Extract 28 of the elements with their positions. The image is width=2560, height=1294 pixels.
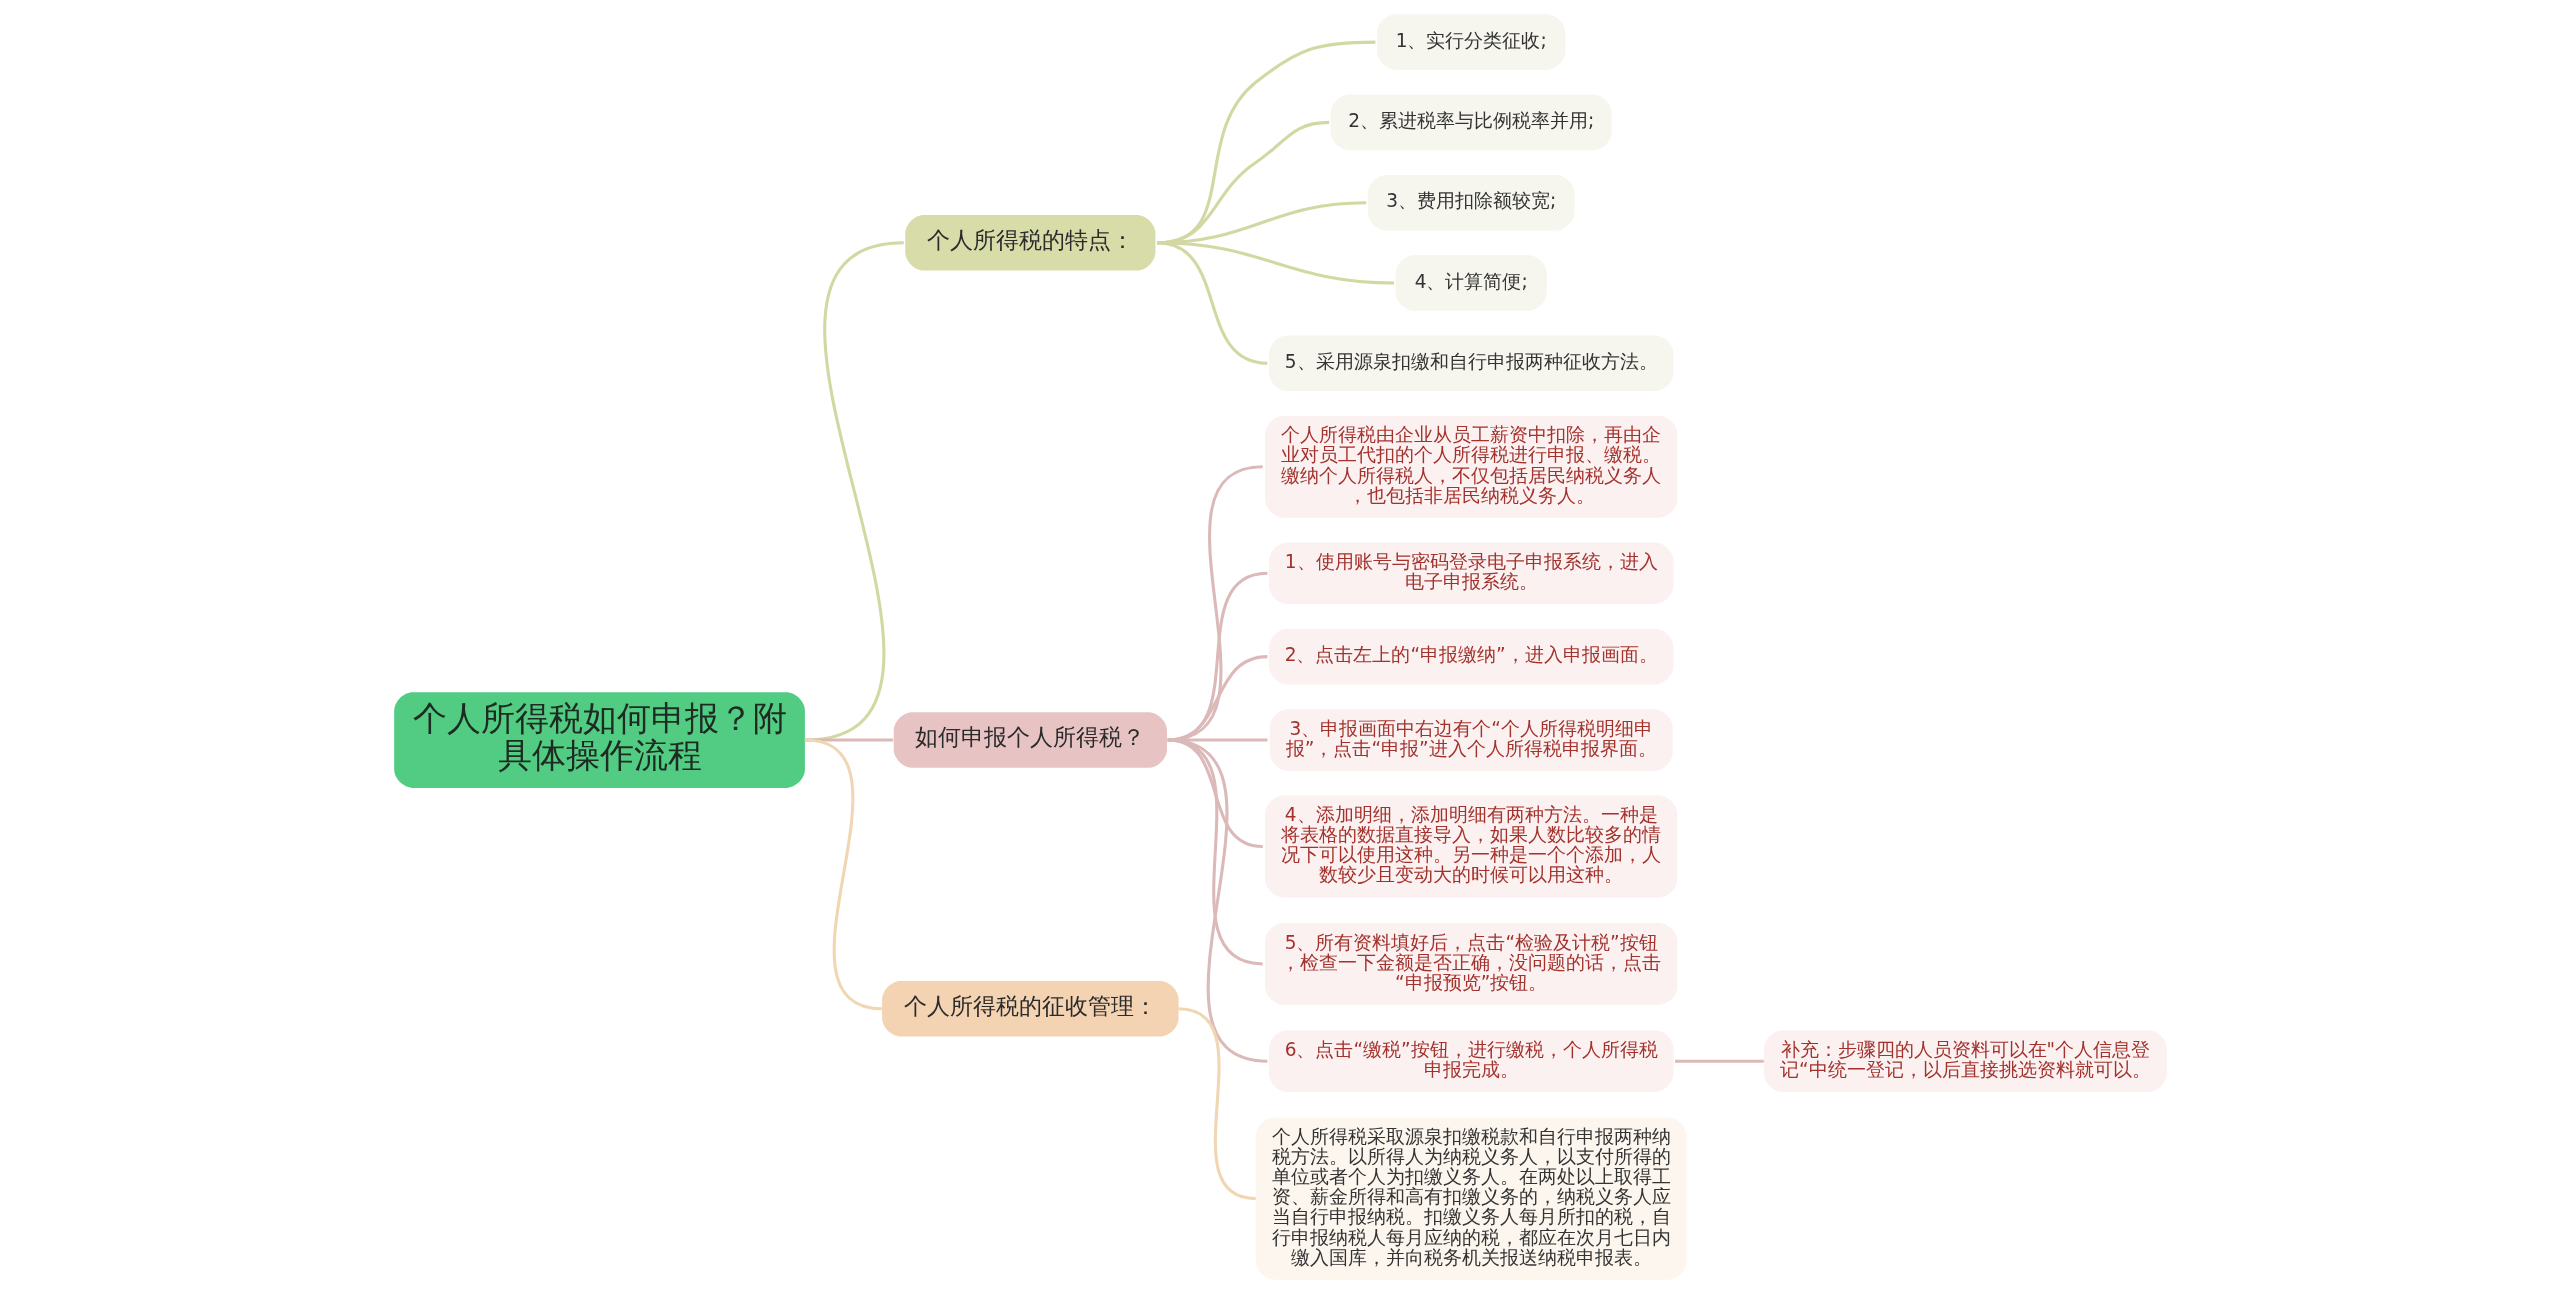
node-box: 个人所得税的征收管理： [881,980,1179,1037]
connector [1166,738,1268,1063]
node-box: 个人所得税采取源泉扣缴税款和自行申报两种纳税方法。以所得人为纳税义务人，以支付所得的单位或者个人为扣缴义务人。在两处以上取得工资、薪金所得和高有扣缴义务的，纳税义务人应当自行申报纳税。扣缴义务人每月所扣的税，自行申报纳税人每月应纳的税，都应在次月七日内缴入国库，并向税务机关报送纳税申报表。 [1255,1117,1687,1280]
connector [1167,571,1268,742]
node-box: 6、点击“缴税”按钮，进行缴税，个人所得税申报完成。 [1268,1030,1673,1093]
node-box: 个人所得税的特点： [904,215,1155,271]
node-box: 2、累进税率与比例税率并用; [1330,94,1612,151]
connector [804,738,882,1011]
node-box: 如何申报个人所得税？ [893,712,1167,768]
node-box: 个人所得税如何申报？附具体操作流程 [393,692,805,788]
node-box: 2、点击左上的“申报缴纳”，进入申报画面。 [1268,628,1673,685]
node-box: 4、计算简便; [1395,255,1547,311]
node-box: 个人所得税由企业从员工薪资中扣除，再由企业对员工代扣的个人所得税进行申报、缴税。缴纳个人所得税人，不仅包括居民纳税义务人，也包括非居民纳税义务人。 [1264,415,1677,518]
connector [1177,1007,1256,1201]
connector [804,241,904,742]
connector [804,738,893,742]
connector [1674,1059,1764,1063]
connector [1167,738,1267,742]
node-box: 补充：步骤四的人员资料可以在"个人信息登记“中统一登记，以后直接挑选资料就可以。 [1763,1030,2167,1093]
node-box: 5、所有资料填好后，点击“检验及计税”按钮，检查一下金额是否正确，没问题的话，点击“申报预览”按钮。 [1264,923,1677,1005]
node-box: 5、采用源泉扣缴和自行申报两种征收方法。 [1268,335,1673,392]
connector [1156,241,1268,365]
node-box: 1、使用账号与密码登录电子申报系统，进入电子申报系统。 [1268,542,1673,605]
node-box: 4、添加明细，添加明细有两种方法。一种是将表格的数据直接导入，如果人数比较多的情况下可以使用这种。另一种是一个个添加，人数较少且变动大的时候可以用这种。 [1264,795,1677,898]
node-box: 3、费用扣除额较宽; [1367,174,1575,231]
node-box: 3、申报画面中右边有个“个人所得税明细申报”，点击“申报”进入个人所得税申报界面。 [1269,709,1673,771]
connector [1167,655,1268,742]
node-box: 1、实行分类征收; [1376,14,1565,70]
